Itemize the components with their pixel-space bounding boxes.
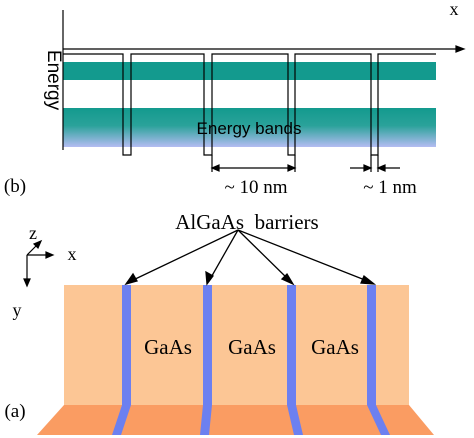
dimension-markers xyxy=(210,155,400,172)
panel-a-letter: (a) xyxy=(4,401,25,422)
lower-energy-band xyxy=(63,108,436,147)
barrier-3-front xyxy=(200,405,212,435)
gaas-label-3: GaAs xyxy=(144,335,192,359)
panel-a: GaAs GaAs GaAs AlGaAs barriers (a) x xyxy=(4,210,434,435)
axis-y-label: y xyxy=(13,300,22,320)
axis-z-label: z xyxy=(29,223,37,243)
barrier-arrows xyxy=(124,229,377,286)
barrier-3 xyxy=(203,285,212,405)
barriers-label: AlGaAs barriers xyxy=(175,210,318,234)
barrier-4 xyxy=(122,285,131,405)
panel-b: Energy bands ~ 10 nm ~ 1 nm Energy x (b) xyxy=(4,0,466,198)
barrier-2-front xyxy=(287,405,303,435)
axes-triad xyxy=(23,239,55,288)
slab-top-face xyxy=(64,285,409,405)
well-dimension-label: ~ 10 nm xyxy=(224,177,287,198)
axis-x-label: x xyxy=(68,244,77,264)
gaas-label-2: GaAs xyxy=(228,335,276,359)
slab-front-face xyxy=(37,405,434,435)
panel-b-letter: (b) xyxy=(4,176,26,197)
barrier-2 xyxy=(287,285,296,405)
upper-energy-band xyxy=(63,62,436,80)
panel-b-axes xyxy=(62,10,466,150)
barrier-stripes xyxy=(112,285,390,435)
barrier-1-front xyxy=(367,405,390,435)
potential-profile xyxy=(63,53,436,156)
gaas-label-1: GaAs xyxy=(311,335,359,359)
barrier-dimension-label: ~ 1 nm xyxy=(363,177,417,198)
bands-label: Energy bands xyxy=(197,119,302,138)
barrier-4-front xyxy=(112,405,131,435)
barrier-1 xyxy=(367,285,376,405)
panel-b-x-axis-label: x xyxy=(450,0,459,19)
energy-axis-label: Energy xyxy=(43,50,64,111)
